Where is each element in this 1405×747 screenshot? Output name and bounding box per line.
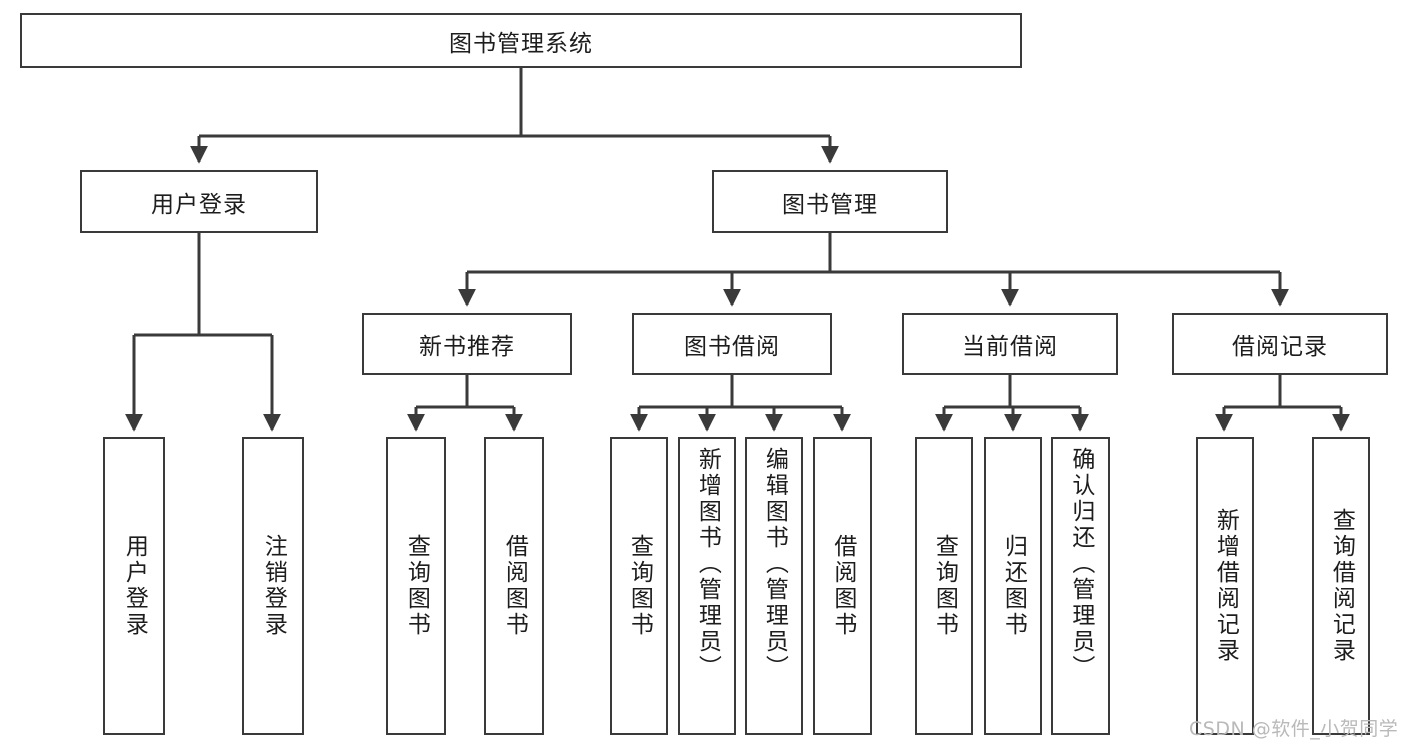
leaf-current-confirm-return-admin[interactable]: 确认归还（管理员）	[1051, 437, 1110, 735]
node-label: 新增图书（管理员）	[694, 447, 721, 681]
node-label: 用户登录	[151, 191, 247, 218]
node-label: 查询图书	[931, 534, 958, 638]
leaf-borrow-borrow-book[interactable]: 借阅图书	[813, 437, 872, 735]
node-label: 新增借阅记录	[1212, 508, 1239, 664]
node-book-management[interactable]: 图书管理	[712, 170, 948, 233]
leaf-borrow-add-book-admin[interactable]: 新增图书（管理员）	[678, 437, 736, 735]
leaf-user-login-logout[interactable]: 注销登录	[242, 437, 304, 735]
node-label: 借阅图书	[829, 534, 856, 638]
leaf-current-return-book[interactable]: 归还图书	[984, 437, 1042, 735]
leaf-user-login-login[interactable]: 用户登录	[103, 437, 165, 735]
node-label: 图书借阅	[684, 334, 780, 360]
leaf-recommend-query-book[interactable]: 查询图书	[386, 437, 446, 735]
node-label: 当前借阅	[962, 334, 1058, 360]
leaf-borrow-edit-book-admin[interactable]: 编辑图书（管理员）	[745, 437, 803, 735]
node-current-borrow[interactable]: 当前借阅	[902, 313, 1118, 375]
node-label: 查询图书	[403, 534, 430, 638]
node-label: 图书管理	[782, 191, 878, 218]
node-label: 借阅记录	[1232, 334, 1328, 360]
node-borrow-record[interactable]: 借阅记录	[1172, 313, 1388, 375]
node-label: 查询借阅记录	[1328, 508, 1355, 664]
leaf-borrow-query-book[interactable]: 查询图书	[610, 437, 668, 735]
node-label: 图书管理系统	[449, 30, 593, 57]
node-label: 用户登录	[121, 534, 148, 638]
node-root-system[interactable]: 图书管理系统	[20, 13, 1022, 68]
node-label: 注销登录	[260, 534, 287, 638]
node-user-login[interactable]: 用户登录	[80, 170, 318, 233]
watermark: CSDN @软件_小贺同学	[1189, 718, 1399, 740]
node-book-borrow[interactable]: 图书借阅	[632, 313, 832, 375]
node-label: 查询图书	[626, 534, 653, 638]
node-label: 确认归还（管理员）	[1067, 447, 1094, 681]
leaf-record-add-record[interactable]: 新增借阅记录	[1196, 437, 1254, 735]
node-new-book-recommend[interactable]: 新书推荐	[362, 313, 572, 375]
node-label: 借阅图书	[501, 534, 528, 638]
node-label: 新书推荐	[419, 334, 515, 360]
node-label: 归还图书	[1000, 534, 1027, 638]
leaf-record-query-record[interactable]: 查询借阅记录	[1312, 437, 1370, 735]
leaf-recommend-borrow-book[interactable]: 借阅图书	[484, 437, 544, 735]
leaf-current-query-book[interactable]: 查询图书	[915, 437, 973, 735]
node-label: 编辑图书（管理员）	[761, 447, 788, 681]
